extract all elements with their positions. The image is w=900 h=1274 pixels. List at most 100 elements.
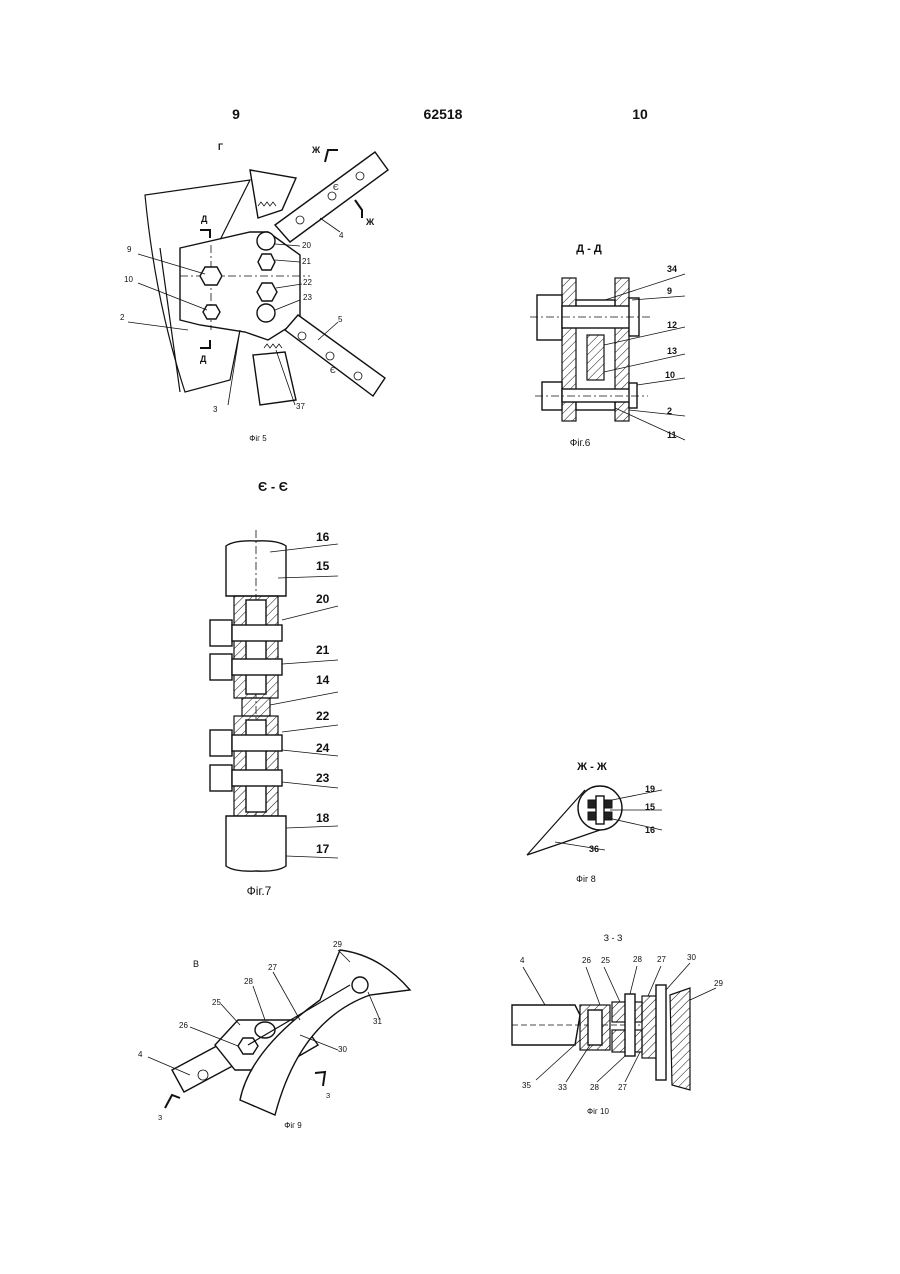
pin-28 [625,994,635,1056]
bolt-21-hex [258,254,275,270]
bolt-20-head [210,620,232,646]
page-number-right: 10 [632,106,648,122]
patent-number: 62518 [424,106,463,122]
label-20: 20 [316,592,330,606]
label-9: 9 [127,245,132,254]
bolt-10-shank [562,389,634,402]
mark-d-bottom-arrow [200,340,210,348]
leader-3 [228,330,240,405]
mark-zh-bottom: Ж [365,217,375,227]
label-10: 10 [124,275,133,284]
leader-26 [586,967,600,1005]
housing-inner-edge [160,248,180,392]
label-3: 3 [213,405,218,414]
bolt-9-hex [200,267,222,285]
label-22: 22 [316,709,330,723]
leader-20 [282,606,338,620]
bolt-21-shank [232,659,282,675]
mark-d-top: Д [201,214,208,224]
label-11: 11 [667,430,677,440]
fig6-caption: Фіг.6 [570,438,591,449]
bolt-23 [257,304,275,322]
leader-14 [270,692,338,705]
lower-tooth [253,352,296,405]
leader-15 [278,576,338,578]
label-4: 4 [138,1050,143,1059]
leader-21 [282,660,338,664]
leader-28-top [630,966,637,994]
label-15: 15 [316,559,330,573]
label-28-top: 28 [633,955,642,964]
mark-ye-bottom: Є [330,366,336,375]
bolt-9-head [537,295,562,340]
leader-31 [368,992,380,1020]
label-28: 28 [244,977,253,986]
pin-15 [596,796,604,824]
label-16: 16 [645,825,655,835]
leader-4 [320,218,340,232]
leader-35 [536,1040,580,1080]
leader-2 [128,322,188,330]
fig10-title: З - З [604,933,623,943]
label-17: 17 [316,842,330,856]
lower-arm [285,315,385,396]
label-27: 27 [268,963,277,972]
fig8-title: Ж - Ж [576,761,607,773]
bolt-33 [588,1010,602,1045]
figure-8: Ж - Ж 19 15 16 36 Фіг 8 [527,761,662,884]
mark-z-right-arrow [315,1072,325,1086]
fig10-caption: Фіг 10 [587,1107,609,1116]
fig5-caption: Фіг 5 [249,434,267,443]
label-2: 2 [667,406,672,416]
bolt-22-head [210,730,232,756]
label-21: 21 [302,257,311,266]
label-22: 22 [303,278,312,287]
label-29: 29 [714,979,723,988]
leader-33 [566,1045,590,1082]
leader-27 [273,972,300,1020]
fig9-caption: Фіг 9 [284,1121,302,1130]
bolt-20-shank [232,625,282,641]
label-21: 21 [316,643,330,657]
label-30: 30 [338,1045,347,1054]
lower-core [246,720,266,812]
label-15: 15 [645,802,655,812]
fig7-title: Є - Є [258,479,288,494]
label-13: 13 [667,346,677,356]
label-34: 34 [667,264,677,274]
label-28-bottom: 28 [590,1083,599,1092]
label-27-top: 27 [657,955,666,964]
label-24: 24 [316,741,330,755]
page-number-left: 9 [232,106,240,122]
label-18: 18 [316,811,330,825]
label-4: 4 [520,956,525,965]
label-19: 19 [645,784,655,794]
leader-25 [221,1004,240,1025]
bolt-10-nut [629,383,637,408]
upper-arm [275,152,388,242]
figure-9: В З З 29 28 27 25 26 3 [138,940,410,1130]
label-35: 35 [522,1081,531,1090]
label-2: 2 [120,313,125,322]
lower-block-17 [226,816,286,871]
leader-25 [604,967,620,1002]
main-plate [180,232,300,340]
label-25: 25 [212,998,221,1007]
label-16: 16 [316,530,330,544]
leader-30 [666,963,690,990]
bolt-23-head [210,765,232,791]
mark-z-left: З [158,1115,162,1122]
label-30: 30 [687,953,696,962]
bolt-22-hex [257,283,277,301]
figure-6: Д - Д 34 9 12 13 10 2 11 Фіг.6 [530,243,685,449]
leader-9 [632,296,685,300]
mark-zh-top-arrow [325,150,338,162]
mark-zh-bottom-arrow [355,200,362,218]
label-4: 4 [339,231,344,240]
bolt-10-hex [203,305,220,319]
mark-d-top-arrow [200,230,210,238]
mark-z-right: З [326,1093,330,1100]
lower-spring-37 [264,344,282,348]
leader-2 [629,410,685,416]
